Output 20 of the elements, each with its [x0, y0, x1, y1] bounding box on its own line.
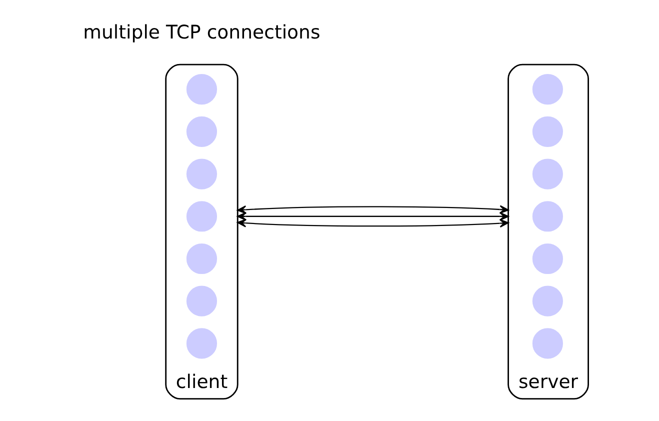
node-circle [186, 116, 217, 147]
node-circle [532, 243, 562, 274]
cluster: server [507, 64, 588, 400]
node-circle [532, 201, 562, 232]
arrow [236, 212, 508, 221]
node-circle [532, 116, 562, 147]
node-circle [186, 158, 217, 190]
node-circle [532, 158, 562, 190]
node-circle [532, 74, 562, 105]
node-circle [532, 286, 562, 316]
node-circle [532, 328, 562, 359]
label: multiple TCP connections [82, 22, 320, 44]
node-circle [186, 74, 217, 105]
node-circle [186, 328, 217, 359]
cluster: client [164, 64, 238, 400]
node-circle [186, 243, 217, 274]
node-circle [186, 286, 217, 316]
arrow [236, 205, 508, 214]
arrow [236, 218, 508, 228]
node-circle [186, 201, 217, 232]
